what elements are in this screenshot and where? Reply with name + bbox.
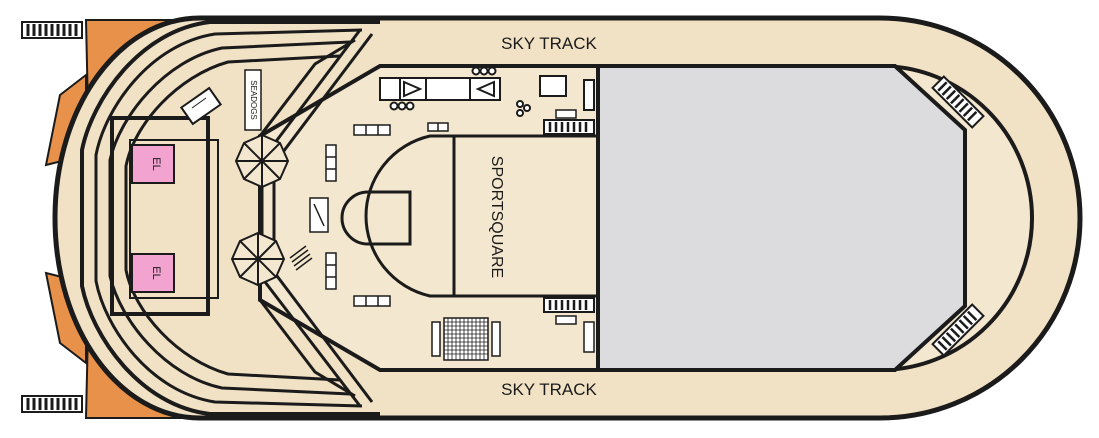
- vending-icon: [179, 86, 223, 126]
- railing-bottom-left: [21, 395, 83, 413]
- sky-track-top-label: SKY TRACK: [501, 34, 597, 53]
- railing-top-left: [21, 21, 83, 39]
- stair-icon: [931, 303, 985, 357]
- sky-track-bottom-label: SKY TRACK: [501, 380, 597, 399]
- umbrella-icon: [230, 231, 286, 287]
- elevator-bottom-label: EL: [150, 266, 162, 279]
- umbrella-icon: [234, 133, 290, 189]
- grille-top: [543, 119, 595, 135]
- table-icon: [431, 317, 501, 361]
- table-icon: [325, 109, 595, 353]
- sportsquare-label: SPORTSQUARE: [488, 156, 505, 278]
- sportsquare-court: [340, 134, 600, 298]
- stair-icon: [931, 75, 985, 129]
- elevator-top: [131, 144, 175, 184]
- pool-area: [596, 64, 967, 372]
- elevator-bottom: [131, 253, 175, 293]
- equipment-top: [379, 66, 595, 117]
- elevator-top-label: EL: [150, 157, 162, 170]
- vending-icon: [309, 197, 329, 233]
- seadogs-label: SEADOGS: [249, 80, 258, 120]
- elevator-block: EL EL: [110, 116, 219, 316]
- central-rail: [260, 29, 374, 407]
- lounger-icon: [289, 245, 313, 271]
- seadogs-sign: SEADOGS: [244, 69, 262, 131]
- grille-bottom: [543, 297, 595, 313]
